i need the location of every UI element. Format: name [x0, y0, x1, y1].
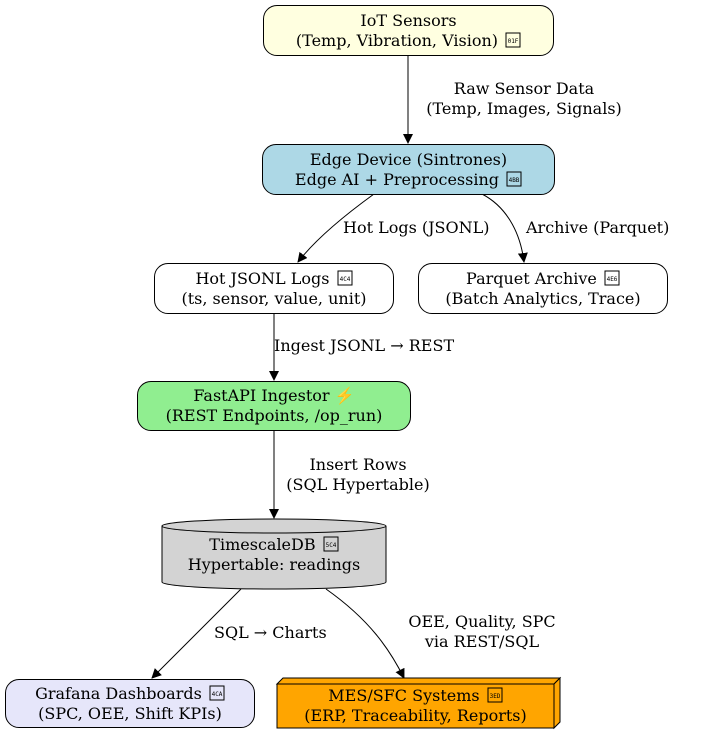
svg-text:4CA: 4CA [212, 691, 223, 698]
log-icon: 4C4 [337, 270, 353, 285]
node-edge-device: Edge Device (Sintrones) Edge AI + Prepro… [262, 144, 555, 195]
edge-oee [325, 588, 405, 679]
node-parquet-archive: Parquet Archive 4E6 (Batch Analytics, Tr… [418, 263, 668, 314]
edge-label-insert-rows: Insert Rows (SQL Hypertable) [286, 455, 430, 494]
cpu-icon: 4BB [506, 171, 522, 186]
parquet-archive-subtitle: (Batch Analytics, Trace) [445, 288, 641, 308]
svg-text:5C4: 5C4 [325, 542, 336, 549]
svg-text:4E6: 4E6 [607, 276, 618, 283]
iot-sensors-subtitle: (Temp, Vibration, Vision) [295, 30, 498, 50]
node-timescaledb: TimescaleDB 5C4 Hypertable: readings [162, 532, 386, 578]
edge-label-oee: OEE, Quality, SPC via REST/SQL [408, 612, 556, 651]
edge-label-hot-logs: Hot Logs (JSONL) [343, 218, 490, 237]
mes-box-shape [275, 676, 562, 730]
edge-device-subtitle: Edge AI + Preprocessing [294, 169, 499, 189]
hot-logs-subtitle: (ts, sensor, value, unit) [181, 288, 367, 308]
svg-text:3ED: 3ED [489, 693, 500, 700]
edge-hot-logs [297, 193, 375, 263]
node-iot-sensors: IoT Sensors (Temp, Vibration, Vision) 01… [263, 5, 554, 56]
archive-icon: 4E6 [604, 270, 620, 285]
edge-label-ingest: Ingest JSONL → REST [274, 336, 455, 355]
iot-sensors-title: IoT Sensors [360, 10, 457, 30]
svg-text:01F: 01F [508, 38, 519, 45]
hot-logs-title: Hot JSONL Logs [195, 268, 330, 288]
fastapi-subtitle: (REST Endpoints, /op_run) [165, 406, 383, 425]
fastapi-title: FastAPI Ingestor [193, 386, 330, 405]
timescaledb-cylinder-shape [161, 518, 387, 590]
mes-title: MES/SFC Systems [328, 686, 480, 705]
edge-label-sql-charts: SQL → Charts [214, 623, 327, 642]
node-grafana-dashboards: Grafana Dashboards 4CA (SPC, OEE, Shift … [5, 679, 255, 728]
grafana-subtitle: (SPC, OEE, Shift KPIs) [38, 703, 222, 723]
lightning-icon: ⚡ [334, 386, 355, 405]
edge-label-raw-sensor-data: Raw Sensor Data (Temp, Images, Signals) [426, 79, 622, 118]
edge-sql-charts [151, 588, 242, 679]
timescaledb-title: TimescaleDB [209, 535, 316, 554]
node-mes-sfc-systems: MES/SFC Systems 3ED (ERP, Traceability, … [277, 684, 554, 728]
factory-icon: 3ED [487, 687, 503, 703]
grafana-title: Grafana Dashboards [35, 683, 202, 703]
chart-icon: 4CA [209, 685, 225, 700]
svg-text:4C4: 4C4 [339, 276, 350, 283]
timescaledb-subtitle: Hypertable: readings [187, 555, 361, 574]
node-hot-jsonl-logs: Hot JSONL Logs 4C4 (ts, sensor, value, u… [154, 263, 394, 314]
mes-subtitle: (ERP, Traceability, Reports) [304, 706, 527, 725]
satellite-icon: 01F [505, 32, 521, 47]
edge-archive [481, 193, 528, 263]
svg-text:4BB: 4BB [509, 177, 520, 184]
parquet-archive-title: Parquet Archive [466, 268, 597, 288]
edge-device-title: Edge Device (Sintrones) [309, 149, 508, 169]
database-icon: 5C4 [323, 536, 339, 552]
node-fastapi-ingestor: FastAPI Ingestor ⚡ (REST Endpoints, /op_… [137, 381, 411, 431]
edge-label-archive: Archive (Parquet) [526, 218, 670, 237]
